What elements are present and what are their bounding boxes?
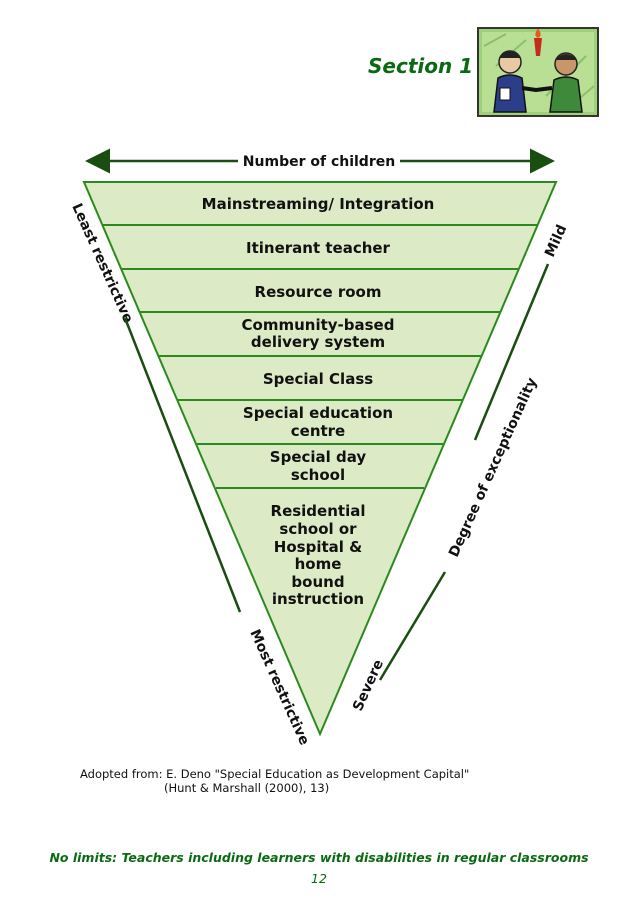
level-special-day-school-line2: school bbox=[291, 466, 345, 484]
page-number: 12 bbox=[311, 871, 327, 886]
level-residential-line1: Residential bbox=[271, 502, 366, 520]
level-special-education-centre-line2: centre bbox=[291, 422, 346, 440]
top-arrow-label: Number of children bbox=[243, 154, 395, 170]
caption-line2: (Hunt & Marshall (2000), 13) bbox=[164, 781, 330, 795]
level-residential-line2: school or bbox=[279, 520, 357, 538]
level-special-education-centre-line1: Special education bbox=[243, 404, 393, 422]
right-edge-line-top bbox=[473, 263, 550, 441]
level-resource-room: Resource room bbox=[255, 283, 382, 301]
level-residential-line4: home bbox=[295, 555, 342, 573]
level-itinerant-teacher: Itinerant teacher bbox=[246, 239, 391, 257]
handshake-clipart-icon bbox=[477, 27, 599, 117]
right-edge-line-bottom bbox=[378, 571, 447, 681]
source-caption: Adopted from: E. Deno "Special Education… bbox=[80, 767, 469, 795]
level-residential-line3: Hospital & bbox=[274, 538, 362, 556]
level-dividers bbox=[103, 224, 537, 489]
left-edge-line bbox=[123, 317, 242, 613]
inverted-triangle-diagram: Number of children Mainstreaming/ Integr… bbox=[68, 148, 570, 748]
level-community-based-line2: delivery system bbox=[251, 333, 385, 351]
triangle-fill bbox=[82, 181, 558, 737]
caption-line1: Adopted from: E. Deno "Special Education… bbox=[80, 767, 470, 781]
level-residential-line6: instruction bbox=[272, 590, 364, 608]
level-special-class: Special Class bbox=[263, 370, 373, 388]
level-mainstreaming: Mainstreaming/ Integration bbox=[202, 195, 435, 213]
severe-label: Severe bbox=[350, 657, 387, 713]
level-residential-line5: bound bbox=[291, 573, 344, 591]
mild-label: Mild bbox=[542, 222, 570, 259]
level-community-based-line1: Community-based bbox=[242, 316, 395, 334]
footer-text: No limits: Teachers including learners w… bbox=[49, 850, 589, 865]
level-special-day-school-line1: Special day bbox=[270, 448, 367, 466]
section-title: Section 1 bbox=[368, 54, 474, 78]
